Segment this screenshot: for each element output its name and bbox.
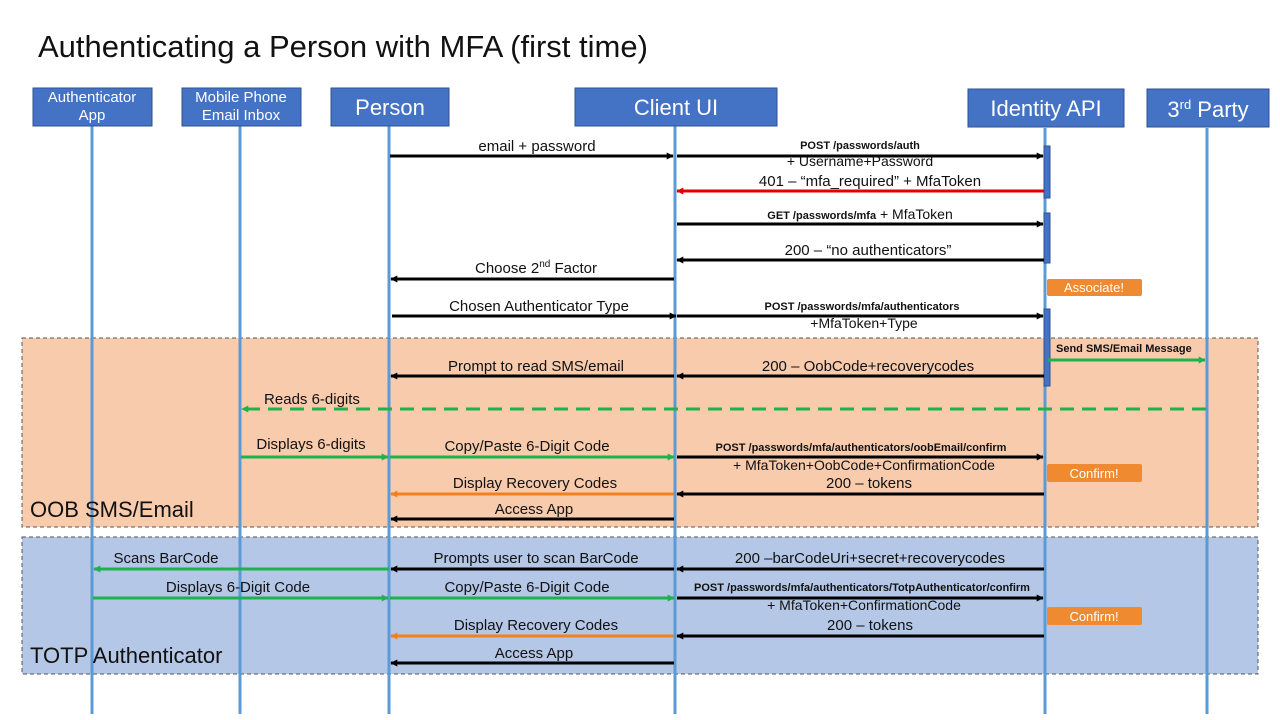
note-confirm-oob: Confirm! [1047,464,1142,482]
totp-band [21,536,1259,675]
label-email-password: email + password [478,138,595,155]
actor-label: App [79,107,106,124]
diagram-title: Authenticating a Person with MFA (first … [38,29,648,64]
label-post-totp-confirm-sub: + MfaToken+ConfirmationCode [767,597,961,613]
label-reads-digits: Reads 6-digits [264,391,360,408]
label-displays-code: Displays 6-Digit Code [166,579,310,596]
label-access-app-oob: Access App [495,501,573,518]
actor-third-party: 3rd Party [1146,88,1270,128]
band-label-oob: OOB SMS/Email [30,497,194,522]
label-post-totp-confirm: POST /passwords/mfa/authenticators/TotpA… [694,582,1030,594]
actor-label: Client UI [634,95,718,120]
activation-bar [1043,308,1051,387]
actor-client-ui: Client UI [574,87,778,127]
actor-label: Person [355,95,425,120]
actor-label: 3rd Party [1167,97,1248,122]
note-confirm-totp: Confirm! [1047,607,1142,625]
label-copy-paste-totp: Copy/Paste 6-Digit Code [444,579,609,596]
actor-label: Identity API [990,96,1101,121]
actor-label: Authenticator [48,89,136,106]
label-tokens-totp: 200 – tokens [827,617,913,634]
note-label: Associate! [1064,280,1124,295]
label-access-app-totp: Access App [495,645,573,662]
actor-authenticator-app: Authenticator App [32,87,153,127]
note-label: Confirm! [1069,466,1118,481]
note-associate: Associate! [1047,279,1142,296]
arrows [93,152,1206,667]
label-tokens-oob: 200 – tokens [826,475,912,492]
actor-person: Person [330,87,450,127]
activation-bar [1043,145,1051,199]
label-post-auth: POST /passwords/auth [800,140,920,152]
label-chosen-type: Chosen Authenticator Type [449,298,629,315]
label-post-authenticators: POST /passwords/mfa/authenticators [765,301,960,313]
oob-band [21,337,1259,528]
label-post-oob-confirm-sub: + MfaToken+OobCode+ConfirmationCode [733,457,995,473]
label-scans-barcode: Scans BarCode [113,550,218,567]
actor-mobile-phone: Mobile Phone Email Inbox [181,87,302,127]
label-post-oob-confirm: POST /passwords/mfa/authenticators/oobEm… [716,442,1007,454]
band-label-totp: TOTP Authenticator [30,643,222,668]
actor-label: Mobile Phone [195,89,287,106]
label-display-recovery-totp: Display Recovery Codes [454,617,618,634]
label-display-recovery-oob: Display Recovery Codes [453,475,617,492]
label-401: 401 – “mfa_required” + MfaToken [759,173,981,190]
label-post-authenticators-sub: +MfaToken+Type [810,315,918,331]
label-prompt-read: Prompt to read SMS/email [448,358,624,375]
label-get-mfa: GET /passwords/mfa + MfaToken [767,206,952,222]
label-oob-response: 200 – OobCode+recoverycodes [762,358,974,375]
actor-identity-api: Identity API [967,88,1125,128]
label-copy-paste-oob: Copy/Paste 6-Digit Code [444,438,609,455]
note-label: Confirm! [1069,609,1118,624]
label-choose-factor: Choose 2nd Factor [475,259,597,277]
label-no-authenticators: 200 – “no authenticators” [785,242,952,259]
label-displays-digits: Displays 6-digits [256,436,365,453]
label-prompts-scan: Prompts user to scan BarCode [433,550,638,567]
label-barcode-response: 200 –barCodeUri+secret+recoverycodes [735,550,1005,567]
activation-bar [1043,212,1051,264]
label-post-auth-sub: + Username+Password [787,153,933,169]
label-send-sms: Send SMS/Email Message [1056,343,1192,355]
actor-label: Email Inbox [202,107,281,124]
